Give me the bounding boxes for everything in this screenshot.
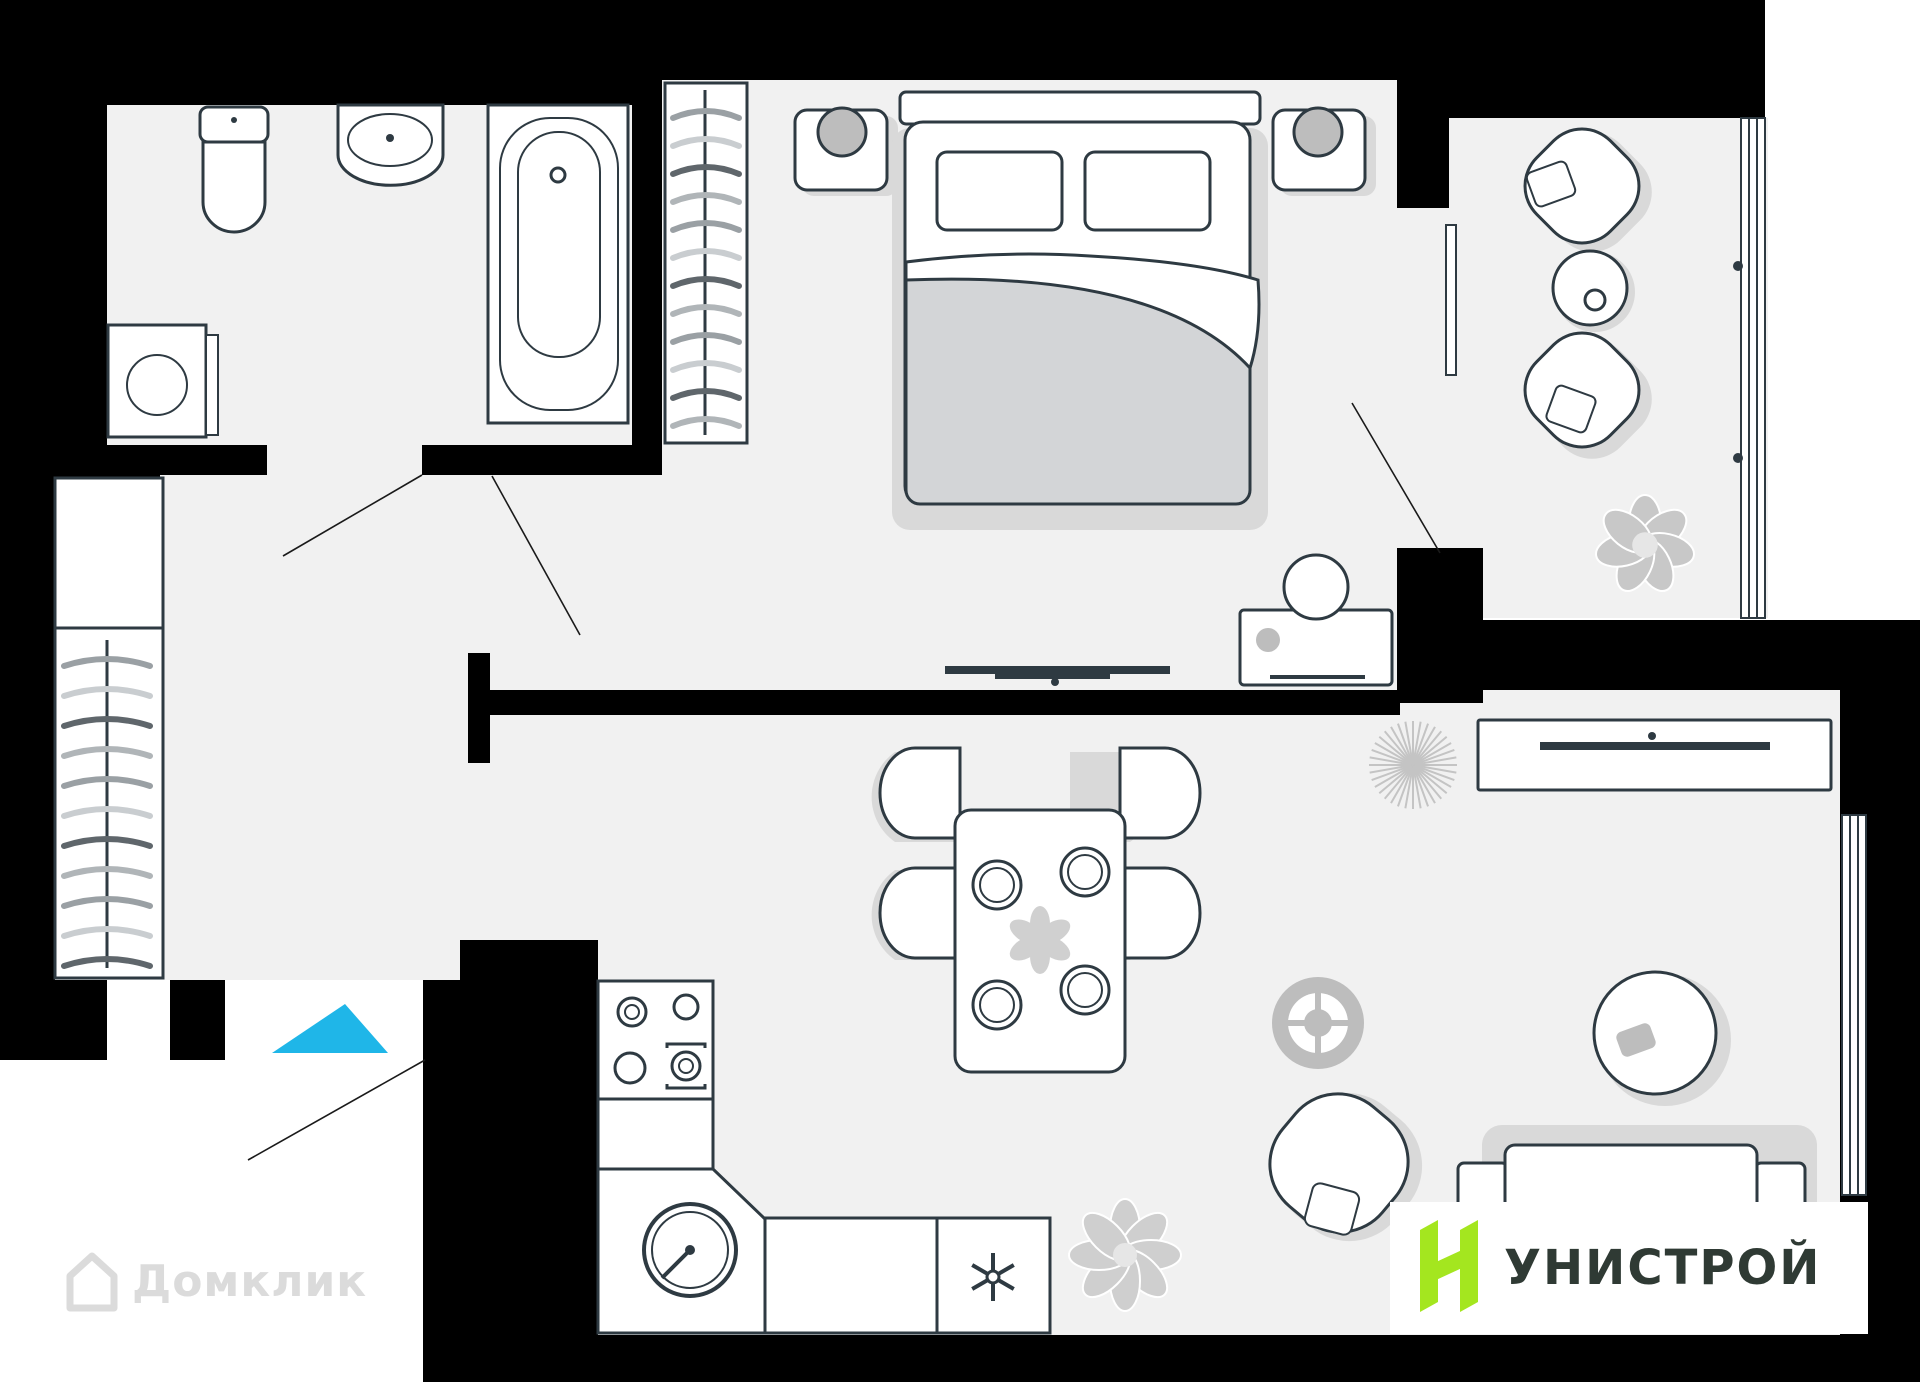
bathroom bbox=[106, 103, 630, 439]
hanger-icon bbox=[670, 332, 742, 345]
washing-machine-icon bbox=[106, 323, 219, 439]
hanger-icon bbox=[61, 686, 153, 699]
armchair-bottom-icon bbox=[1523, 331, 1652, 459]
unistroy-logo-icon bbox=[1420, 1220, 1478, 1312]
balcony bbox=[1523, 127, 1695, 592]
hanger-icon bbox=[670, 276, 742, 289]
plant-icon bbox=[1595, 494, 1695, 592]
double-bed-icon bbox=[892, 90, 1268, 530]
brand-name: УНИСТРОЙ bbox=[1504, 1240, 1822, 1296]
house-icon bbox=[66, 1252, 118, 1312]
watermark: Домклик bbox=[62, 1250, 367, 1312]
bedroom-wardrobe bbox=[663, 81, 749, 445]
armchair-living-icon bbox=[1268, 1092, 1423, 1242]
round-pouf-icon bbox=[1592, 970, 1731, 1106]
sink-icon bbox=[336, 103, 445, 187]
interior-walls bbox=[107, 80, 1483, 1000]
living-window bbox=[1841, 814, 1867, 1196]
hanger-icon bbox=[61, 656, 153, 669]
freezer-snowflake-icon bbox=[971, 1253, 1015, 1301]
hanger-icon bbox=[670, 192, 742, 205]
balcony-window bbox=[1445, 117, 1766, 619]
tv-stand-icon bbox=[1476, 718, 1833, 792]
nightstand-right-icon bbox=[1271, 106, 1376, 196]
plant-small-icon bbox=[1369, 721, 1457, 809]
toilet-icon bbox=[198, 105, 270, 234]
hanger-icon bbox=[61, 746, 153, 759]
stove-icon bbox=[613, 993, 707, 1090]
nightstand-left-icon bbox=[793, 106, 898, 196]
hanger-icon bbox=[61, 926, 153, 939]
hanger-icon bbox=[61, 896, 153, 909]
hanger-icon bbox=[61, 776, 153, 789]
hanger-icon bbox=[61, 866, 153, 879]
entrance bbox=[225, 1002, 423, 1054]
hanger-icon bbox=[670, 388, 742, 401]
hanger-icon bbox=[670, 360, 742, 373]
hanger-icon bbox=[61, 956, 153, 969]
hanger-icon bbox=[670, 416, 742, 429]
kitchen-counter bbox=[596, 979, 1052, 1335]
plant-large-icon bbox=[1068, 1198, 1182, 1312]
hanger-icon bbox=[670, 108, 742, 121]
hall-wardrobe bbox=[53, 476, 165, 980]
dining-table-icon bbox=[871, 746, 1202, 1074]
door-swings bbox=[247, 402, 1441, 1161]
bathtub-icon bbox=[486, 103, 630, 425]
coffee-table-icon bbox=[1551, 249, 1635, 332]
hanger-icon bbox=[670, 248, 742, 261]
hanger-icon bbox=[670, 164, 742, 177]
armchair-top-icon bbox=[1523, 127, 1652, 252]
hanger-icon bbox=[670, 304, 742, 317]
hanger-icon bbox=[670, 220, 742, 233]
entrance-marker-icon bbox=[272, 1004, 388, 1053]
hanger-icon bbox=[61, 806, 153, 819]
hanger-icon bbox=[61, 716, 153, 729]
tv-icon bbox=[945, 666, 1170, 686]
brand-logo: УНИСТРОЙ bbox=[1390, 1202, 1868, 1334]
centerpiece-icon bbox=[1009, 906, 1071, 974]
hanger-icon bbox=[670, 136, 742, 149]
ceiling-fan-icon bbox=[1272, 977, 1364, 1069]
hanger-icon bbox=[61, 836, 153, 849]
bedroom bbox=[793, 90, 1394, 687]
dresser-icon bbox=[1238, 553, 1394, 687]
sink-kitchen-icon bbox=[642, 1202, 738, 1298]
watermark-label: Домклик bbox=[132, 1255, 368, 1307]
